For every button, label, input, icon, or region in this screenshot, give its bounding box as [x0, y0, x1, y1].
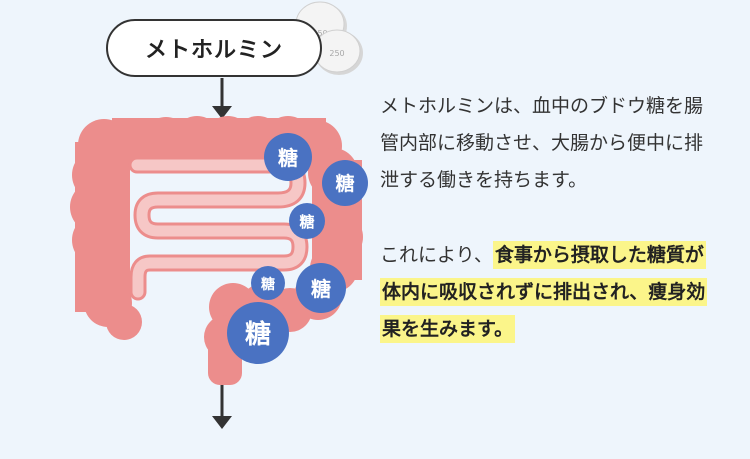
description-paragraph-2: これにより、食事から摂取した糖質が体内に吸収されずに排出され、痩身効果を生みます… — [380, 237, 710, 348]
description-paragraph-1: メトホルミンは、血中のブドウ糖を腸管内部に移動させ、大腸から便中に排泄する働きを… — [380, 95, 704, 191]
bottom-arrow — [212, 385, 232, 429]
sugar-molecule: 糖 — [289, 203, 325, 239]
sugar-label: 糖 — [261, 276, 275, 293]
pill-icon: 250 — [313, 29, 363, 75]
sugar-molecule: 糖 — [322, 160, 368, 206]
sugar-label: 糖 — [245, 319, 271, 350]
pill-text: 250 — [329, 49, 344, 58]
description-plain-text: これにより、 — [380, 244, 493, 266]
large-intestine — [70, 116, 363, 385]
sugar-label: 糖 — [335, 172, 354, 195]
sugar-label: 糖 — [278, 146, 298, 170]
drug-name-label: メトホルミン — [106, 19, 322, 77]
sugar-molecule: 糖 — [296, 263, 346, 313]
pill-text: 250 — [312, 29, 327, 38]
sugar-label: 糖 — [311, 277, 331, 301]
sugar-molecule: 糖 — [227, 302, 289, 364]
top-arrow — [212, 78, 232, 119]
small-intestine — [128, 156, 309, 301]
sugar-label: 糖 — [299, 213, 314, 231]
sugar-molecule: 糖 — [251, 266, 285, 300]
sugar-molecule: 糖 — [264, 133, 312, 181]
description: メトホルミンは、血中のブドウ糖を腸管内部に移動させ、大腸から便中に排泄する働きを… — [380, 88, 710, 348]
